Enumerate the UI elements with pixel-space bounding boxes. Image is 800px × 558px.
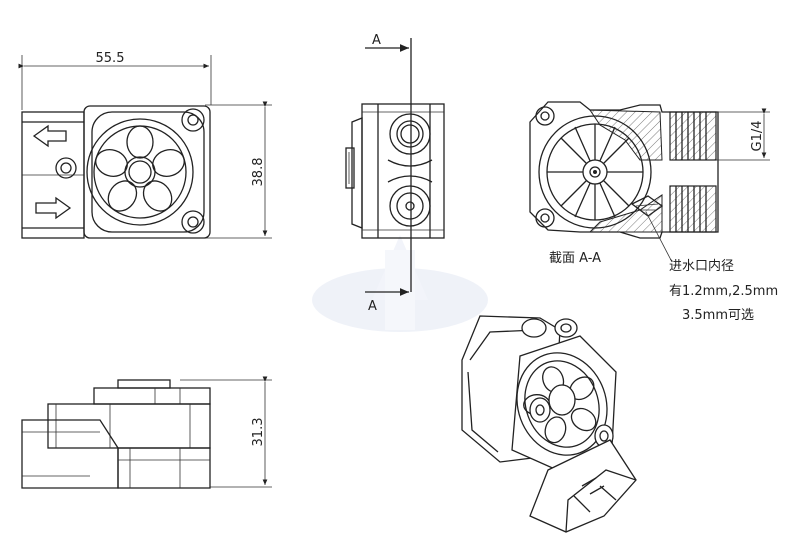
note-line2: 有1.2mm,2.5mm <box>669 284 778 299</box>
note-line1: 进水口内径 <box>669 258 734 274</box>
section-marker-bottom: A <box>368 299 377 314</box>
dimension-height: 38.8 <box>251 158 266 187</box>
bottom-view: 31.3 <box>21 376 272 489</box>
dimension-thread: G1/4 <box>750 121 765 152</box>
watermark-logo <box>312 235 488 332</box>
section-view: G1/4 截面 A-A 进水口内径 有1.2mm,2.5mm 3.5mm可选 <box>529 101 778 323</box>
section-caption: 截面 A-A <box>549 251 601 266</box>
note-line3: 3.5mm可选 <box>682 308 754 323</box>
dimension-width: 55.5 <box>96 51 125 66</box>
isometric-view <box>461 315 637 533</box>
section-marker-top: A <box>372 33 381 48</box>
front-view: 55.5 38.8 <box>18 51 272 239</box>
side-view: A A <box>345 33 445 314</box>
dimension-depth: 31.3 <box>251 418 266 447</box>
